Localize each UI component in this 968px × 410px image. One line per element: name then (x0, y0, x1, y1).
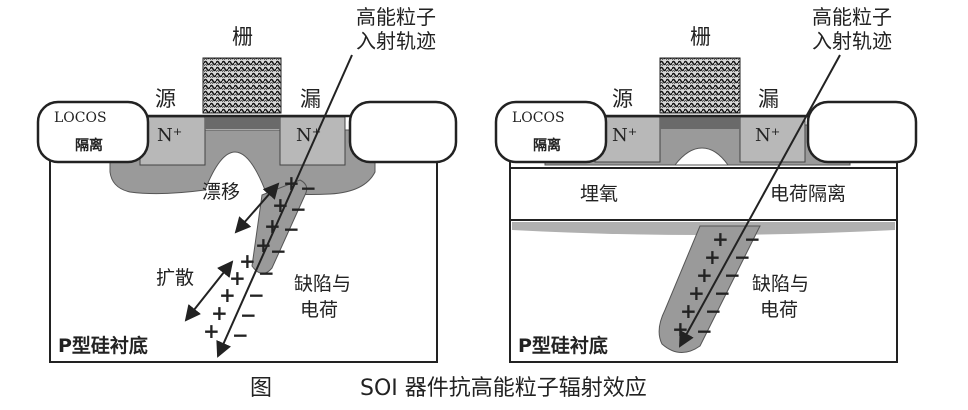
right-charge-minus: − (744, 227, 761, 251)
left-drift-label: 漂移 (202, 181, 240, 203)
right-charges: + + + + + + − − − − − − (672, 227, 761, 343)
left-charge-plus: + (239, 249, 256, 273)
left-locos-right (348, 100, 458, 164)
left-drain-region (279, 116, 346, 166)
left-diffusion-label: 扩散 (156, 267, 194, 289)
right-charge-minus: − (696, 319, 713, 343)
right-charge-minus: − (724, 263, 741, 287)
right-depletion-hole (673, 147, 729, 166)
left-charge-minus: − (258, 261, 275, 285)
right-locos-isolation-label: 隔离 (533, 137, 561, 154)
left-charge-minus: − (290, 197, 307, 221)
left-charge-minus: − (248, 283, 265, 307)
right-drain-label: 漏 (758, 87, 779, 111)
left-charge-plus: + (211, 301, 228, 325)
right-gate (659, 57, 741, 114)
left-locos-left (36, 100, 150, 164)
right-locos-label: LOCOS (512, 110, 565, 126)
figure-caption: SOI 器件抗高能粒子辐射效应 (360, 376, 647, 401)
right-drain-nplus: N⁺ (755, 125, 780, 146)
left-source-region (139, 116, 206, 166)
right-channel (660, 117, 740, 129)
left-charge-plus: + (229, 266, 246, 290)
left-charge-plus: + (283, 171, 300, 195)
left-source-label: 源 (155, 87, 176, 111)
left-charge-plus: + (264, 214, 281, 238)
right-source-label: 源 (612, 87, 633, 111)
left-track-label-line1: 高能粒子 (356, 5, 436, 29)
left-charge-minus: − (270, 239, 287, 263)
right-defect-label-line2: 电荷 (760, 299, 798, 321)
left-particle-track (216, 54, 353, 358)
right-panel: + + + + + + − − − − − − 栅 源 漏 LOCOS 隔离 N… (494, 5, 918, 363)
left-locos-label: LOCOS (54, 110, 107, 126)
right-charge-plus: + (672, 317, 689, 341)
left-charge-plus: + (203, 319, 220, 343)
left-locos-isolation-label: 隔离 (75, 137, 103, 154)
left-charge-minus: − (240, 303, 257, 327)
right-gate-label: 栅 (690, 25, 711, 49)
right-substrate-label: P型硅衬底 (518, 334, 608, 357)
right-track-label-line2: 入射轨迹 (812, 29, 892, 53)
left-defect-label-line2: 电荷 (300, 299, 338, 321)
right-track-label-line1: 高能粒子 (812, 5, 892, 29)
left-charges: + + + + + + + + + − − − − − − − − (203, 171, 317, 347)
soi-diagram: + + + + + + + + + − − − − − − − − 栅 源 漏 … (36, 5, 918, 363)
left-channel (205, 117, 280, 129)
right-locos-right (806, 100, 918, 164)
left-substrate-label: P型硅衬底 (58, 334, 148, 357)
right-charge-plus: + (704, 245, 721, 269)
left-defect-label-line1: 缺陷与 (294, 273, 351, 295)
left-track-label-line2: 入射轨迹 (356, 29, 436, 53)
right-charge-minus: − (705, 299, 722, 323)
left-charge-minus: − (300, 176, 317, 200)
right-particle-track (679, 54, 841, 348)
left-gate (202, 57, 282, 114)
caption-prefix: 图 (250, 376, 273, 401)
left-diffusion-arrow (184, 260, 234, 322)
left-drain-nplus: N⁺ (296, 125, 321, 146)
right-charge-isolation-label: 电荷隔离 (770, 183, 846, 205)
right-source-nplus: N⁺ (612, 125, 637, 146)
left-charge-plus: + (272, 193, 289, 217)
right-buried-oxide-label: 埋氧 (580, 183, 618, 205)
left-charge-plus: + (219, 283, 236, 307)
right-buried-oxide (509, 167, 898, 221)
left-drift-arrow (234, 182, 280, 234)
left-charge-plus: + (255, 233, 272, 257)
right-charge-minus: − (734, 245, 751, 269)
right-charge-minus: − (714, 281, 731, 305)
left-charge-minus: − (232, 323, 249, 347)
right-charge-plus: + (712, 227, 729, 251)
right-locos-left (494, 100, 608, 164)
right-charge-plus: + (696, 263, 713, 287)
right-damage-column (658, 225, 761, 353)
left-gate-label: 栅 (232, 25, 253, 49)
left-charge-minus: − (283, 217, 300, 241)
left-source-nplus: N⁺ (157, 125, 182, 146)
left-drain-label: 漏 (300, 87, 321, 111)
left-panel: + + + + + + + + + − − − − − − − − 栅 源 漏 … (36, 5, 458, 363)
right-charge-plus: + (680, 299, 697, 323)
right-charge-plus: + (688, 281, 705, 305)
right-defect-label-line1: 缺陷与 (752, 273, 809, 295)
